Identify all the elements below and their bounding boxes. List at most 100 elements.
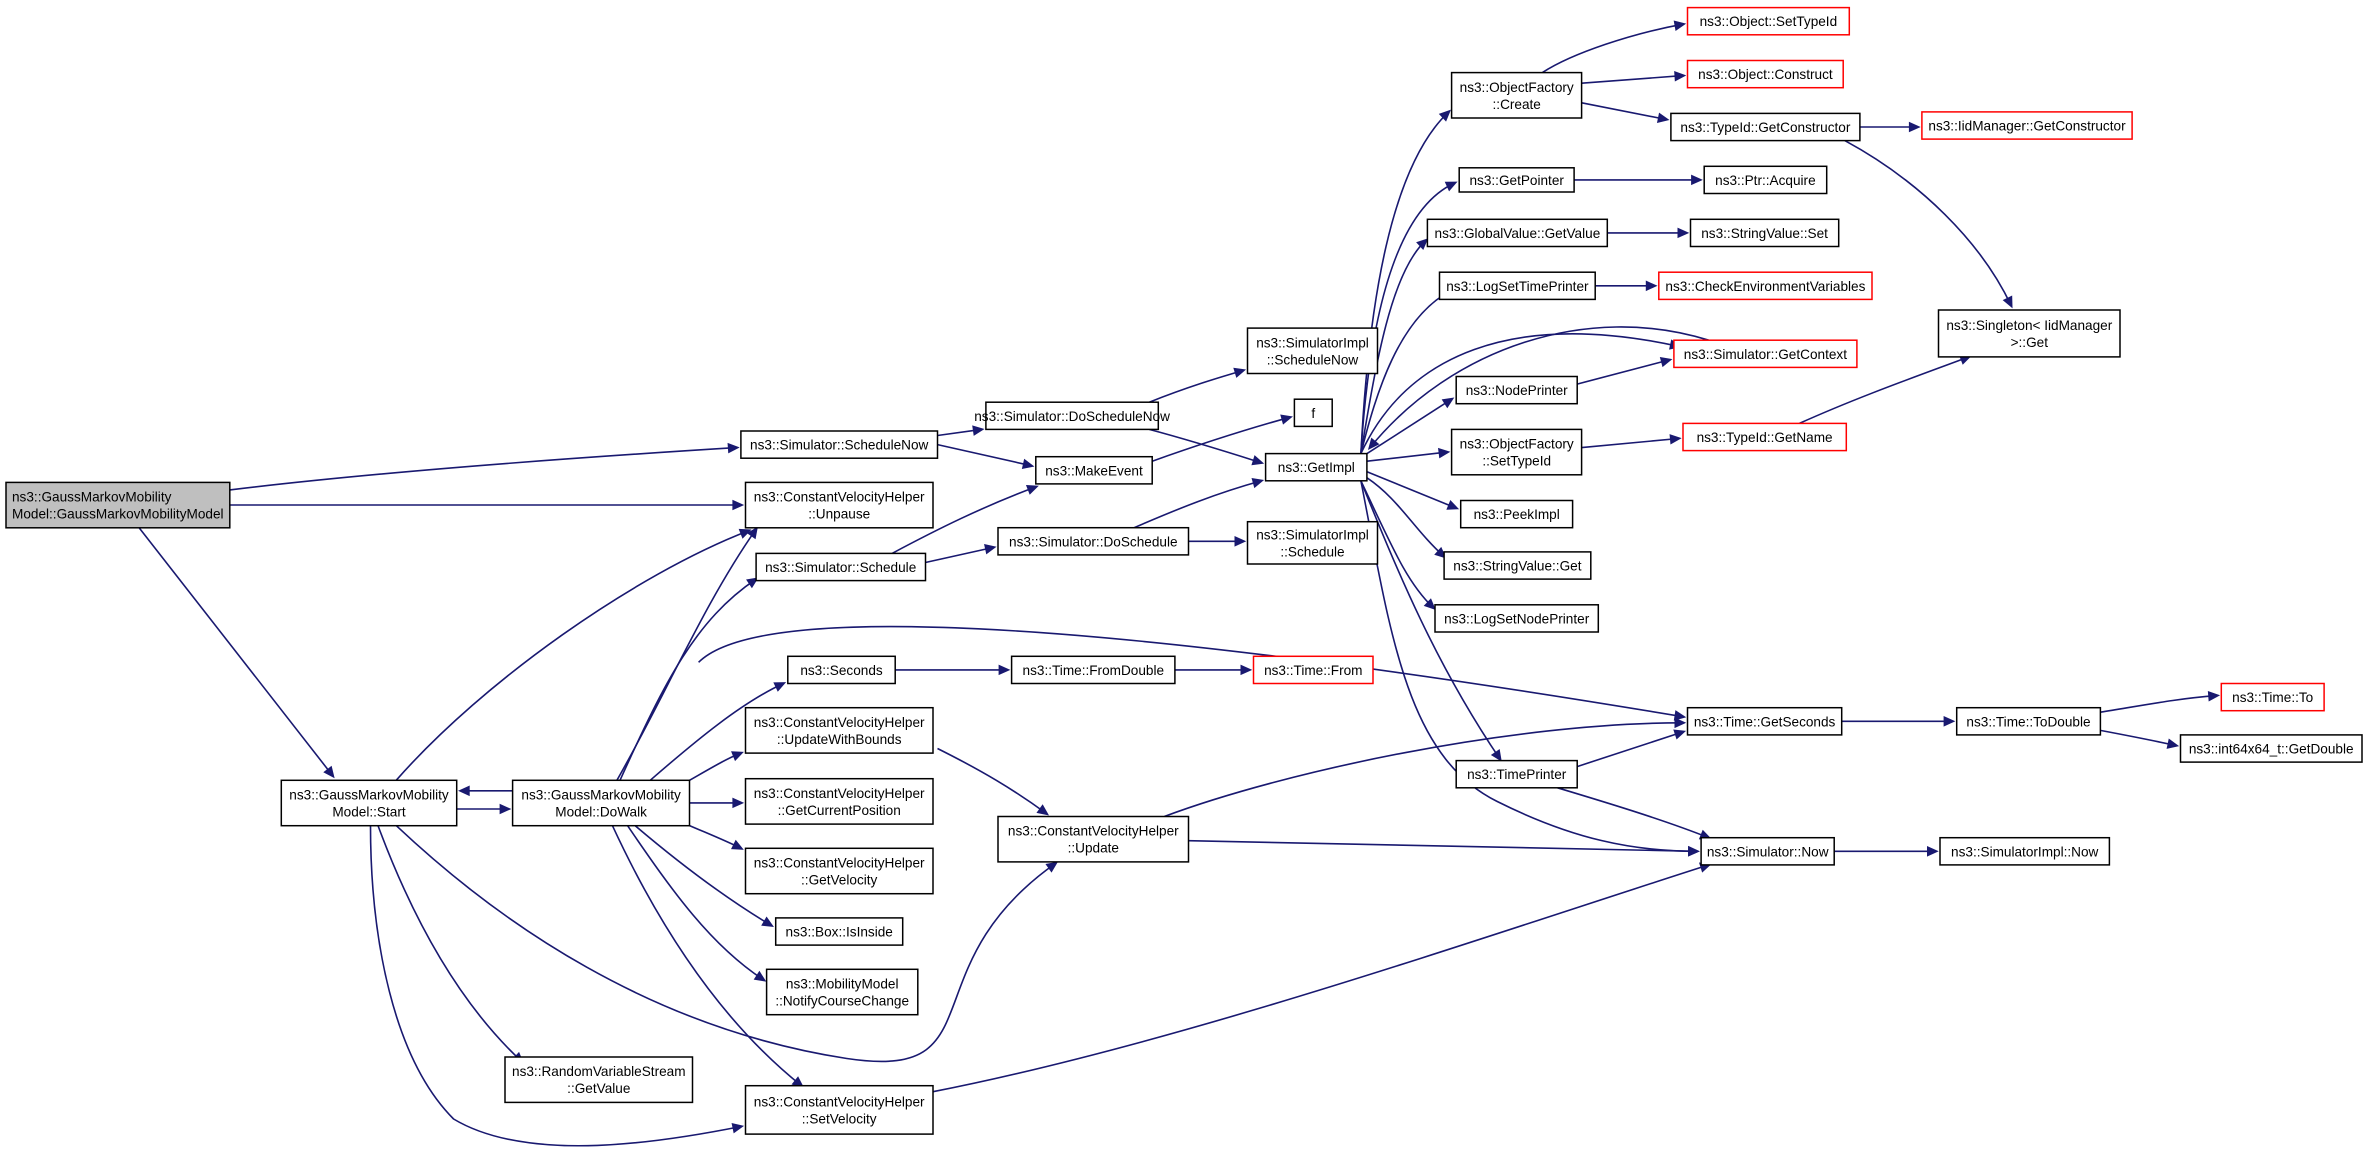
arrowhead bbox=[746, 526, 758, 540]
node-box bbox=[1703, 165, 1828, 195]
node-label-line: ns3::Object::SetTypeId bbox=[1700, 14, 1838, 29]
arrowhead bbox=[1490, 749, 1502, 762]
arrowhead bbox=[1240, 664, 1253, 676]
function-node-simimplnow[interactable]: ns3::SimulatorImpl::Now bbox=[1939, 836, 2111, 866]
node-label-line: ns3::GaussMarkovMobility bbox=[289, 787, 449, 802]
function-node-ptracquire[interactable]: ns3::Ptr::Acquire bbox=[1703, 165, 1828, 195]
function-node-seconds[interactable]: ns3::Seconds bbox=[787, 655, 896, 685]
function-node-simimplschednow[interactable]: ns3::SimulatorImpl::ScheduleNow bbox=[1246, 327, 1379, 375]
function-node-isinside[interactable]: ns3::Box::IsInside bbox=[774, 917, 904, 946]
node-label-line: ns3::SimulatorImpl bbox=[1256, 335, 1369, 350]
function-node-root[interactable]: ns3::GaussMarkovMobilityModel::GaussMark… bbox=[5, 481, 231, 529]
call-edge-timeprinter-to-timegetsec bbox=[1576, 729, 1687, 768]
function-node-iidmgrgetctor[interactable]: ns3::IidManager::GetConstructor bbox=[1921, 111, 2133, 140]
node-box bbox=[1246, 520, 1379, 565]
function-node-logsettp[interactable]: ns3::LogSetTimePrinter bbox=[1438, 271, 1596, 301]
function-node-tidgetname[interactable]: ns3::TypeId::GetName bbox=[1682, 422, 1848, 452]
call-edge-makeevent-to-f bbox=[1151, 414, 1293, 462]
node-label-line: ns3::ConstantVelocityHelper bbox=[754, 856, 925, 871]
function-node-objfactcreate[interactable]: ns3::ObjectFactory::Create bbox=[1450, 71, 1583, 119]
node-label-line: ns3::Box::IsInside bbox=[786, 925, 893, 940]
arrowhead bbox=[1423, 598, 1436, 611]
call-edge-getpointer-to-ptracquire bbox=[1574, 174, 1703, 186]
node-box bbox=[1246, 327, 1379, 375]
call-edge-schedule-to-dosched bbox=[925, 544, 997, 564]
node-box bbox=[744, 847, 934, 895]
arrowhead bbox=[732, 797, 745, 809]
function-node-objfactsettid[interactable]: ns3::ObjectFactory::SetTypeId bbox=[1450, 428, 1583, 476]
function-node-tidgetctor[interactable]: ns3::TypeId::GetConstructor bbox=[1670, 112, 1861, 142]
function-node-f[interactable]: f bbox=[1293, 398, 1333, 428]
function-node-simnow[interactable]: ns3::Simulator::Now bbox=[1700, 836, 1835, 866]
function-node-singleton[interactable]: ns3::Singleton< IidManager>::Get bbox=[1937, 309, 2121, 358]
call-edge-simgetctx-to-getimpl bbox=[1367, 326, 1709, 451]
node-label-line: ns3::ConstantVelocityHelper bbox=[754, 786, 925, 801]
function-node-timeto[interactable]: ns3::Time::To bbox=[2220, 682, 2325, 712]
function-node-nodeprinter[interactable]: ns3::NodePrinter bbox=[1455, 375, 1578, 405]
call-edge-updatewb-to-cvhupdate bbox=[937, 747, 1049, 816]
node-label-line: ns3::ObjectFactory bbox=[1460, 437, 1574, 452]
node-box bbox=[1434, 604, 1600, 633]
function-node-logsetnp[interactable]: ns3::LogSetNodePrinter bbox=[1434, 604, 1600, 633]
function-node-start[interactable]: ns3::GaussMarkovMobilityModel::Start bbox=[280, 779, 458, 827]
function-node-updatewb[interactable]: ns3::ConstantVelocityHelper::UpdateWithB… bbox=[744, 706, 934, 754]
node-box bbox=[2220, 682, 2325, 712]
node-label-line: ns3::MakeEvent bbox=[1045, 463, 1143, 478]
function-node-schedulenow[interactable]: ns3::Simulator::ScheduleNow bbox=[740, 430, 939, 459]
arrowhead bbox=[1691, 174, 1703, 186]
function-node-getimpl[interactable]: ns3::GetImpl bbox=[1264, 452, 1368, 482]
function-node-notify[interactable]: ns3::MobilityModel::NotifyCourseChange bbox=[765, 968, 919, 1016]
function-node-simgetctx[interactable]: ns3::Simulator::GetContext bbox=[1673, 339, 1858, 369]
node-label-line: ns3::ConstantVelocityHelper bbox=[754, 1094, 925, 1109]
function-node-svset[interactable]: ns3::StringValue::Set bbox=[1689, 218, 1840, 248]
function-node-timefrom[interactable]: ns3::Time::From bbox=[1252, 655, 1374, 685]
function-node-fromdouble[interactable]: ns3::Time::FromDouble bbox=[1010, 655, 1176, 685]
function-node-svget[interactable]: ns3::StringValue::Get bbox=[1443, 551, 1592, 580]
arrowhead bbox=[1674, 70, 1687, 82]
function-node-simimplsched[interactable]: ns3::SimulatorImpl::Schedule bbox=[1246, 520, 1379, 565]
node-label-line: ::SetTypeId bbox=[1482, 454, 1551, 469]
arrowhead bbox=[731, 839, 744, 850]
function-node-getpointer[interactable]: ns3::GetPointer bbox=[1458, 167, 1575, 193]
function-node-peekimpl[interactable]: ns3::PeekImpl bbox=[1459, 499, 1574, 529]
function-node-timetodouble[interactable]: ns3::Time::ToDouble bbox=[1955, 706, 2102, 736]
arrowhead bbox=[1021, 458, 1035, 470]
function-node-dowalk[interactable]: ns3::GaussMarkovMobilityModel::DoWalk bbox=[511, 779, 691, 827]
node-label-line: ns3::StringValue::Get bbox=[1453, 559, 1581, 574]
function-node-unpause[interactable]: ns3::ConstantVelocityHelper::Unpause bbox=[744, 481, 934, 529]
function-node-rvsget[interactable]: ns3::RandomVariableStream::GetValue bbox=[504, 1056, 694, 1104]
function-node-gvgetvalue[interactable]: ns3::GlobalValue::GetValue bbox=[1426, 218, 1609, 248]
function-node-makeevent[interactable]: ns3::MakeEvent bbox=[1035, 455, 1153, 485]
node-label-line: ::Create bbox=[1493, 97, 1541, 112]
node-label-line: ns3::Simulator::GetContext bbox=[1684, 347, 1847, 362]
function-node-dosched[interactable]: ns3::Simulator::DoSchedule bbox=[997, 526, 1190, 556]
function-node-objconstruct[interactable]: ns3::Object::Construct bbox=[1686, 59, 1844, 89]
arrowhead bbox=[746, 577, 759, 589]
function-node-checkenv[interactable]: ns3::CheckEnvironmentVariables bbox=[1658, 271, 1873, 301]
function-node-setvel[interactable]: ns3::ConstantVelocityHelper::SetVelocity bbox=[744, 1084, 934, 1135]
node-box bbox=[1670, 112, 1861, 142]
function-node-objsettid[interactable]: ns3::Object::SetTypeId bbox=[1686, 6, 1851, 36]
arrowhead bbox=[1659, 356, 1673, 368]
node-box bbox=[740, 430, 939, 459]
arrowhead bbox=[2166, 738, 2180, 749]
function-node-schedule[interactable]: ns3::Simulator::Schedule bbox=[755, 552, 927, 582]
call-edge-seconds-to-fromdouble bbox=[895, 664, 1011, 676]
node-label-line: ns3::IidManager::GetConstructor bbox=[1928, 119, 2126, 134]
call-edge-tidgetctor-to-iidmgrgetctor bbox=[1859, 121, 1921, 133]
call-edge-dosched-to-getimpl bbox=[1133, 477, 1265, 529]
arrowhead bbox=[1025, 484, 1039, 495]
arrowhead bbox=[1251, 477, 1265, 489]
function-node-doschednow[interactable]: ns3::Simulator::DoScheduleNow bbox=[974, 401, 1170, 431]
call-edge-cvhupdate-to-timegetsec bbox=[1164, 717, 1687, 818]
function-node-timegetsec[interactable]: ns3::Time::GetSeconds bbox=[1686, 706, 1843, 736]
function-node-timeprinter[interactable]: ns3::TimePrinter bbox=[1455, 759, 1578, 789]
call-edge-getimpl-to-objfactsettid bbox=[1366, 447, 1451, 462]
function-node-getcurpos[interactable]: ns3::ConstantVelocityHelper::GetCurrentP… bbox=[744, 777, 934, 825]
node-label-line: f bbox=[1311, 406, 1315, 421]
function-node-getvel[interactable]: ns3::ConstantVelocityHelper::GetVelocity bbox=[744, 847, 934, 895]
node-box bbox=[1443, 551, 1592, 580]
function-node-cvhupdate[interactable]: ns3::ConstantVelocityHelper::Update bbox=[997, 815, 1190, 863]
function-node-int64getdouble[interactable]: ns3::int64x64_t::GetDouble bbox=[2179, 734, 2363, 763]
node-box bbox=[744, 481, 934, 529]
